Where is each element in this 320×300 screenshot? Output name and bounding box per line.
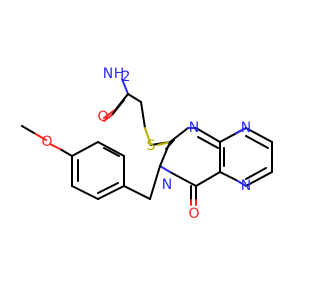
bond-c-o-double-1b [103, 108, 117, 119]
bond-n1-c8a-double [197, 136, 219, 149]
bond-c6-n5-double [245, 167, 267, 180]
bond-ar-2 [71, 185, 99, 200]
bond-n1-c8a [195, 127, 221, 143]
molecule-structure: N H 2 O S N N N N O O [21, 66, 273, 222]
bond-n8-c7 [245, 127, 273, 143]
bond-n5-color [235, 179, 247, 187]
atom-label-o-methoxy: O [41, 134, 52, 150]
bond-ar-double-1 [97, 182, 119, 194]
bond-s-color-top [144, 127, 152, 146]
bond-n3-ch2 [149, 165, 161, 200]
bond-ar-4 [71, 141, 99, 157]
bond-s-color-right [157, 141, 171, 146]
bond-c2-n1-inner [165, 139, 175, 150]
bond-n8-color [235, 127, 247, 134]
atom-label-n8: N [241, 120, 251, 136]
bond-c4a-c4 [195, 171, 221, 187]
bond-ar-o-color [49, 143, 61, 150]
molecule-canvas: N H 2 O S N N N N O O [21, 66, 273, 222]
bond-o-ch3-color [33, 132, 47, 141]
bond-ch2-s [140, 101, 146, 129]
bond-n-amide [121, 78, 129, 95]
atom-label-o-amide: O [97, 109, 108, 125]
bond-o-ch3 [21, 125, 35, 134]
atom-label-o-carbonyl: O [188, 206, 199, 222]
bond-c-o-double-2 [111, 99, 125, 116]
atom-label-s: S [147, 138, 156, 154]
atom-label-h2-subscript: 2 [122, 69, 131, 85]
bond-c-o-double-2b [103, 114, 113, 122]
atom-label-h-amide: H [114, 66, 125, 82]
atom-label-n1: N [189, 120, 199, 136]
bond-ar-5 [97, 141, 125, 157]
bond-n3-color [159, 165, 171, 173]
bond-c2-n1 [169, 127, 189, 143]
atom-label-n3: N [162, 177, 172, 193]
atom-label-n-amide: N [103, 66, 113, 82]
bond-ch2-aryl [123, 185, 151, 200]
bond-ar-o [59, 148, 73, 157]
bond-n5-c4a [219, 171, 237, 181]
bond-ar-double-3 [103, 147, 120, 157]
bond-c6-n5 [245, 171, 273, 187]
bond-n8-c7-double [245, 135, 269, 149]
bond-ar-1 [97, 185, 125, 200]
bond-c-amide-ch2 [127, 93, 142, 103]
bond-c4-n3 [169, 171, 197, 187]
atom-label-n5: N [241, 178, 251, 194]
